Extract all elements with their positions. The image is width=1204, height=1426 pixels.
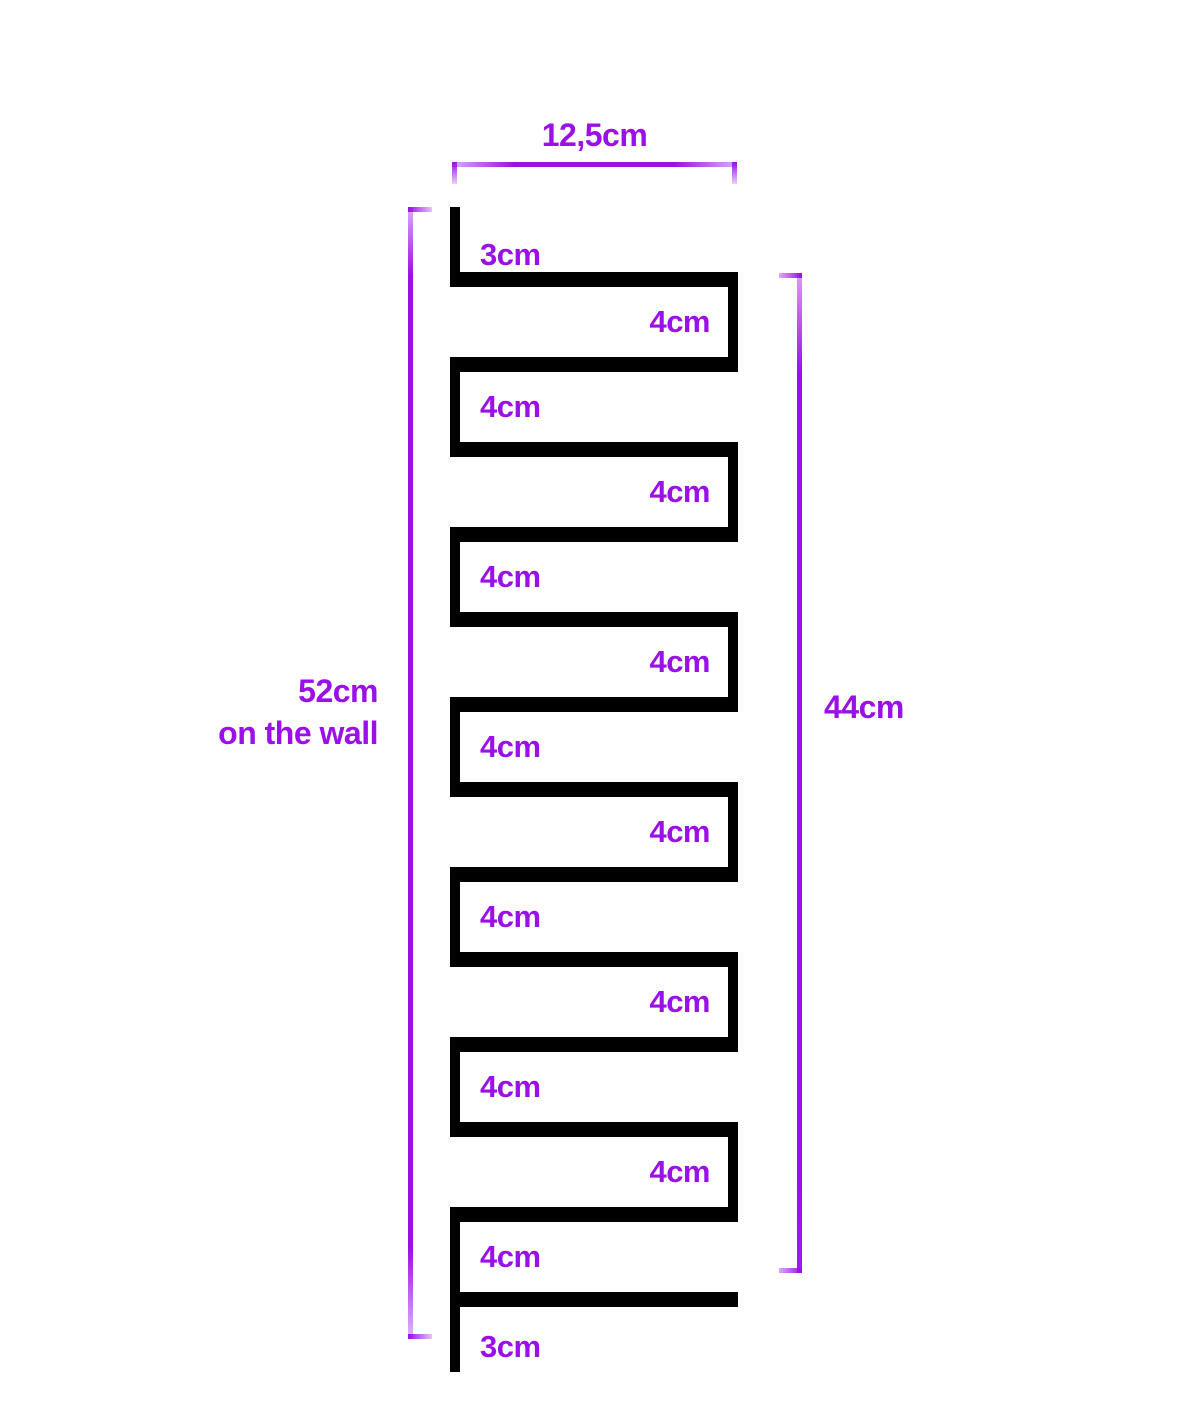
strip-segment: 4cm bbox=[450, 362, 738, 452]
wall-dimension-note: on the wall bbox=[218, 715, 378, 752]
bracket-tick-start bbox=[452, 162, 457, 184]
strip-segment: 4cm bbox=[450, 532, 738, 622]
segment-length-label: 3cm bbox=[480, 1329, 541, 1364]
bracket-tick-end bbox=[779, 1268, 802, 1273]
segment-length-label: 4cm bbox=[649, 814, 710, 849]
strip-segment: 4cm bbox=[450, 277, 738, 367]
wall-dimension-value: 52cm bbox=[298, 673, 378, 709]
wall-dimension-label: 52cm on the wall bbox=[120, 670, 378, 754]
strip-segment: 4cm bbox=[450, 447, 738, 537]
strip-segment: 4cm bbox=[450, 702, 738, 792]
segment-length-label: 4cm bbox=[480, 1069, 541, 1104]
strip-segment: 3cm bbox=[450, 1297, 738, 1372]
segment-length-label: 4cm bbox=[649, 1154, 710, 1189]
segment-length-label: 4cm bbox=[649, 644, 710, 679]
strip-segment: 3cm bbox=[450, 207, 738, 282]
strip-segment: 4cm bbox=[450, 957, 738, 1047]
wall-dimension-bracket bbox=[408, 207, 432, 1339]
strip-segment: 4cm bbox=[450, 1127, 738, 1217]
bracket-tick-start bbox=[779, 273, 802, 278]
segment-length-label: 4cm bbox=[649, 474, 710, 509]
bracket-bar bbox=[452, 162, 737, 167]
segment-length-label: 4cm bbox=[649, 304, 710, 339]
strip-segment: 4cm bbox=[450, 617, 738, 707]
segment-length-label: 4cm bbox=[480, 729, 541, 764]
segment-length-label: 4cm bbox=[480, 389, 541, 424]
bracket-bar bbox=[408, 207, 413, 1339]
strip-segment: 4cm bbox=[450, 1212, 738, 1302]
strip-segment: 4cm bbox=[450, 872, 738, 962]
segment-length-label: 4cm bbox=[480, 899, 541, 934]
height-dimension-bracket bbox=[779, 273, 802, 1273]
width-dimension-label: 12,5cm bbox=[541, 117, 648, 153]
bracket-tick-end bbox=[408, 1334, 432, 1339]
height-dimension-label: 44cm bbox=[824, 689, 904, 725]
segment-length-label: 3cm bbox=[480, 237, 541, 272]
strip-segment: 4cm bbox=[450, 1042, 738, 1132]
bracket-tick-end bbox=[732, 162, 737, 184]
zigzag-strip: 3cm 4cm 4cm 4cm 4cm 4cm 4cm 4cm 4cm 4cm 4cm 4cm 4cm 3… bbox=[450, 207, 738, 1372]
segment-length-label: 4cm bbox=[480, 1239, 541, 1274]
segment-length-label: 4cm bbox=[480, 559, 541, 594]
segment-length-label: 4cm bbox=[649, 984, 710, 1019]
width-dimension-bracket bbox=[452, 162, 737, 184]
bracket-tick-start bbox=[408, 207, 432, 212]
bracket-bar bbox=[797, 273, 802, 1273]
strip-segment: 4cm bbox=[450, 787, 738, 877]
